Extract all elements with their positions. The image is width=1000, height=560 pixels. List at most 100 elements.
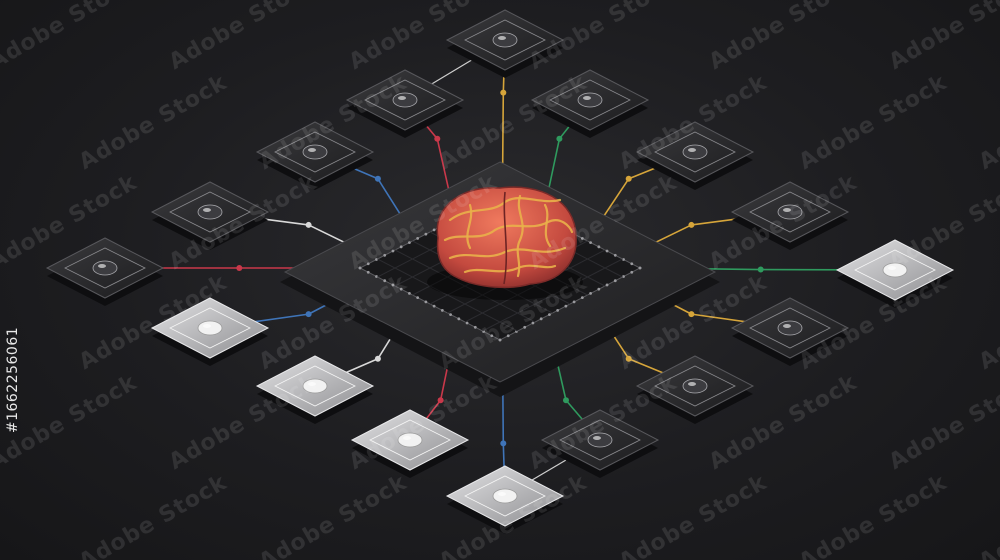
chip-pin [572,300,576,304]
module-light [150,297,270,366]
chip-pin [597,245,601,249]
module-sensor-highlight [398,96,406,100]
chip-pin [432,228,436,232]
chip-pin [424,232,428,236]
brain-gyrus [516,194,524,278]
wire-node [556,135,563,142]
chip-pin [580,236,584,240]
module-dark [45,237,165,306]
module-dark [730,297,850,366]
module-sensor [882,262,908,278]
chip-pin [457,317,461,321]
module-sensor-highlight [783,208,791,212]
wire-node [688,311,695,318]
module-frame [749,307,831,349]
module-frame [364,79,446,121]
chip-pin [375,275,378,278]
wire-node [437,397,444,404]
module-light [350,409,470,478]
chip-trace [482,258,623,332]
wire-node [305,221,312,228]
chip-pin [375,258,378,261]
chip-pin [366,270,370,274]
module-frame [464,475,546,517]
module-sensor-highlight [203,208,211,212]
brain-fissure [503,191,508,285]
chip-pin [638,266,642,270]
module-frame [749,191,831,233]
module-sensor [92,260,118,276]
module-frame [64,247,146,289]
module-frame [654,131,736,173]
chip-pin [432,304,436,308]
chip-pin [473,325,477,329]
chip-pin [416,296,420,300]
module-light [445,465,565,534]
module-sensor [197,320,223,336]
chip-pin [630,262,634,266]
module-dark [345,69,465,138]
chip-pin [613,279,617,283]
module-frame [274,131,356,173]
wire-node [757,266,764,273]
brain-gyrus [443,219,574,242]
module-frame [169,307,251,349]
module-frame [369,419,451,461]
chip-pin [622,258,625,261]
module-sensor [197,204,223,220]
module-sensor [682,144,708,160]
chip-pin [539,317,543,321]
module-sensor [392,92,418,108]
brain-gyrus [543,203,552,248]
module-sensor [492,32,518,48]
module-sensor-highlight [783,324,791,328]
module-sensor [397,432,423,448]
wire-node [688,221,695,228]
chip-pin [366,262,370,266]
chip-pin [589,241,592,244]
wire-node [236,265,243,271]
chip-pin [605,249,609,253]
chip-pin [531,321,535,325]
module-dark [540,409,660,478]
module-sensor [302,378,328,394]
stock-id-label: #1662256061 [5,326,21,434]
chip-pin [490,334,494,338]
chip-pin [383,279,387,283]
module-dark [635,121,755,190]
module-dark [445,9,565,78]
chip-pin [440,308,444,312]
module-dark [150,181,270,250]
wire-node [374,355,381,362]
chip-pin [449,313,452,316]
module-sensor-highlight [583,96,591,100]
module-dark [730,181,850,250]
chip-pin [391,249,395,253]
chip-pin [399,245,403,249]
wire-node [625,175,632,182]
module-dark [635,355,755,424]
brain [427,186,583,300]
module-sensor [682,378,708,394]
module-sensor [587,432,613,448]
chip-pin [399,287,403,291]
module-sensor [302,144,328,160]
chip-pin [424,300,428,304]
module-sensor-highlight [593,436,601,440]
chip-pin [597,287,601,291]
module-sensor-highlight [98,264,106,268]
chip-pin [622,275,625,278]
chip-pin [548,313,551,316]
module-sensor-highlight [688,382,696,386]
module-sensor-highlight [308,382,316,386]
module-frame [654,365,736,407]
module-sensor [777,320,803,336]
wire-node [625,355,632,362]
wire-node [500,89,507,96]
module-frame [854,249,936,291]
chip-pin [465,321,469,325]
module-sensor-highlight [498,36,506,40]
wire-node [305,311,312,318]
